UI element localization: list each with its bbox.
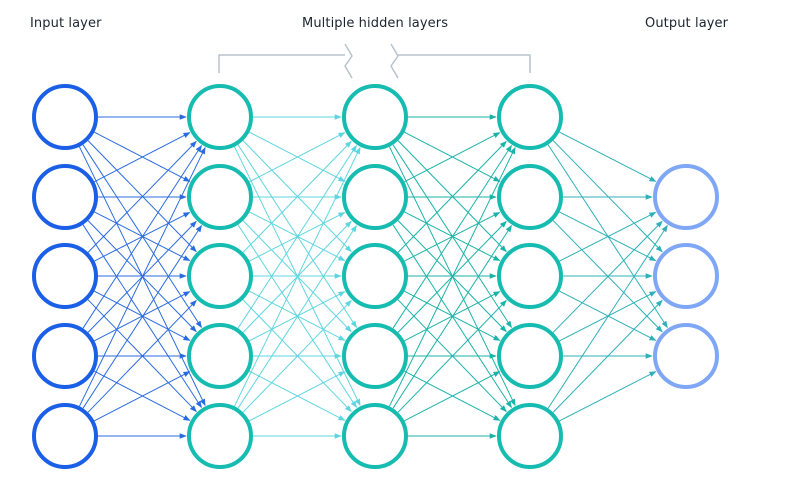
connection-l0-n4-to-n1 bbox=[82, 224, 202, 409]
hidden-neuron-3-0 bbox=[497, 84, 563, 150]
connection-l1-n4-to-n3 bbox=[249, 371, 346, 422]
bracket-break-right bbox=[390, 43, 399, 79]
connection-l0-n4-to-n2 bbox=[87, 299, 197, 413]
connection-l2-n4-to-n3 bbox=[404, 371, 501, 422]
connection-l3-n4-to-n1 bbox=[552, 299, 663, 413]
connection-l0-n2-to-n0 bbox=[87, 140, 197, 253]
connection-l3-n3-to-n0 bbox=[552, 220, 663, 333]
output-neuron-4-1 bbox=[653, 243, 719, 309]
connection-l1-n4-to-n1 bbox=[237, 224, 357, 409]
connections bbox=[78, 114, 668, 439]
connection-l1-n1-to-n0 bbox=[249, 132, 346, 183]
hidden-neuron-1-4 bbox=[187, 403, 253, 469]
input-neuron-0-2 bbox=[32, 243, 98, 309]
connection-l3-n4-to-n0 bbox=[547, 224, 668, 409]
hidden-neuron-2-4 bbox=[342, 403, 408, 469]
connection-l0-n3-to-n2 bbox=[94, 291, 191, 342]
connection-l1-n0-to-n2 bbox=[242, 140, 352, 253]
connection-l2-n3-to-n2 bbox=[404, 291, 501, 342]
connection-l2-n3-to-n0 bbox=[392, 144, 512, 329]
connection-l1-n4-to-n2 bbox=[242, 299, 352, 413]
hidden-neuron-1-3 bbox=[187, 323, 253, 389]
connection-l3-n4-to-n2 bbox=[559, 371, 657, 422]
connection-l0-n3-to-n0 bbox=[82, 144, 202, 329]
connection-l2-n1-to-n0 bbox=[404, 132, 501, 183]
bracket-right-segment bbox=[398, 54, 531, 73]
input-neuron-0-0 bbox=[32, 84, 98, 150]
connection-l2-n4-to-n0 bbox=[388, 146, 516, 407]
connection-l3-n0-to-n1 bbox=[552, 140, 663, 253]
connection-l2-n4-to-n2 bbox=[397, 299, 507, 413]
connection-l0-n4-to-n3 bbox=[94, 371, 191, 422]
connection-l1-n3-to-n2 bbox=[249, 291, 346, 342]
output-layer-label: Output layer bbox=[645, 16, 729, 31]
hidden-neuron-3-2 bbox=[497, 243, 563, 309]
input-layer-label: Input layer bbox=[30, 16, 102, 31]
hidden-neuron-2-2 bbox=[342, 243, 408, 309]
hidden-neuron-1-2 bbox=[187, 243, 253, 309]
connection-l0-n0-to-n2 bbox=[87, 140, 197, 253]
connection-l3-n0-to-n0 bbox=[559, 131, 657, 182]
connection-l2-n0-to-n2 bbox=[397, 140, 507, 253]
connection-l3-n2-to-n0 bbox=[559, 211, 657, 262]
connection-l1-n4-to-n0 bbox=[233, 146, 361, 407]
hidden-neuron-1-0 bbox=[187, 84, 253, 150]
connection-l1-n2-to-n0 bbox=[242, 140, 352, 253]
hidden-neuron-3-1 bbox=[497, 164, 563, 230]
hidden-neuron-3-3 bbox=[497, 323, 563, 389]
connection-l0-n1-to-n0 bbox=[94, 132, 191, 183]
neurons bbox=[32, 84, 719, 469]
hidden-layers-bracket bbox=[218, 43, 531, 79]
connection-l2-n4-to-n1 bbox=[392, 224, 512, 409]
output-neuron-4-0 bbox=[653, 164, 719, 230]
hidden-neuron-2-1 bbox=[342, 164, 408, 230]
output-neuron-4-2 bbox=[653, 323, 719, 389]
connection-l2-n2-to-n0 bbox=[397, 140, 507, 253]
connection-l3-n3-to-n1 bbox=[559, 291, 657, 342]
hidden-layers-label: Multiple hidden layers bbox=[302, 16, 449, 31]
hidden-neuron-2-3 bbox=[342, 323, 408, 389]
connection-l1-n3-to-n0 bbox=[237, 144, 357, 329]
hidden-neuron-1-1 bbox=[187, 164, 253, 230]
bracket-break-left bbox=[344, 43, 353, 79]
input-neuron-0-3 bbox=[32, 323, 98, 389]
input-neuron-0-1 bbox=[32, 164, 98, 230]
input-neuron-0-4 bbox=[32, 403, 98, 469]
hidden-neuron-3-4 bbox=[497, 403, 563, 469]
connection-l0-n4-to-n0 bbox=[78, 146, 206, 407]
hidden-neuron-2-0 bbox=[342, 84, 408, 150]
bracket-left-segment bbox=[218, 54, 345, 73]
